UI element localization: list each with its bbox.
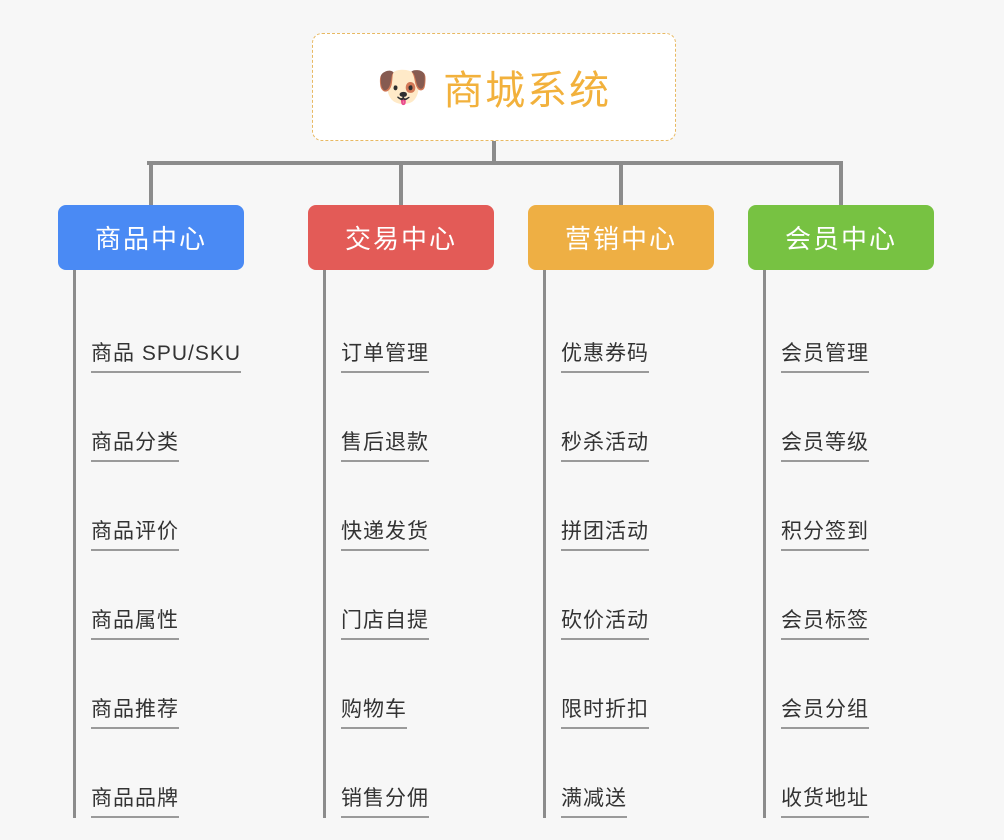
branch-item-label: 商品属性 [91, 609, 179, 640]
branch-item[interactable]: 门店自提 [308, 551, 494, 640]
connector-spine-member-center [763, 270, 766, 818]
branch-item[interactable]: 满减送 [528, 729, 714, 818]
branch-item[interactable]: 商品评价 [58, 462, 244, 551]
branch-item-label: 购物车 [341, 698, 407, 729]
connector-root-vertical [492, 141, 496, 163]
branch-item[interactable]: 会员分组 [748, 640, 934, 729]
connector-spine-trade-center [323, 270, 326, 818]
connector-drop-product-center [149, 161, 153, 205]
connector-spine-product-center [73, 270, 76, 818]
branch-item-label: 拼团活动 [561, 520, 649, 551]
branch-item[interactable]: 订单管理 [308, 284, 494, 373]
branch-item[interactable]: 快递发货 [308, 462, 494, 551]
branch-item-label: 砍价活动 [561, 609, 649, 640]
branch-header-trade-center[interactable]: 交易中心 [308, 205, 494, 270]
branch-column-product-center: 商品中心商品 SPU/SKU 商品分类商品评价商品属性商品推荐商品品牌 [58, 205, 244, 818]
branch-item-label: 销售分佣 [341, 787, 429, 818]
branch-item-label: 收货地址 [781, 787, 869, 818]
branch-item[interactable]: 拼团活动 [528, 462, 714, 551]
branch-item-label: 满减送 [561, 787, 627, 818]
branch-item[interactable]: 商品分类 [58, 373, 244, 462]
connector-horizontal-bus [147, 161, 840, 165]
branch-item[interactable]: 会员等级 [748, 373, 934, 462]
branch-item[interactable]: 积分签到 [748, 462, 934, 551]
root-node[interactable]: 🐶 商城系统 [312, 33, 676, 141]
branch-item[interactable]: 砍价活动 [528, 551, 714, 640]
branch-item-label: 积分签到 [781, 520, 869, 551]
root-title: 商城系统 [443, 69, 612, 113]
branch-item-list-trade-center: 订单管理售后退款快递发货门店自提购物车销售分佣 [308, 270, 494, 818]
branch-item[interactable]: 售后退款 [308, 373, 494, 462]
connector-drop-member-center [839, 161, 843, 205]
branch-item[interactable]: 优惠券码 [528, 284, 714, 373]
branch-item-label: 商品分类 [91, 431, 179, 462]
branch-item[interactable]: 会员标签 [748, 551, 934, 640]
branch-item-list-product-center: 商品 SPU/SKU 商品分类商品评价商品属性商品推荐商品品牌 [58, 270, 244, 818]
branch-item-label: 优惠券码 [561, 342, 649, 373]
branch-item-label: 商品品牌 [91, 787, 179, 818]
branch-item[interactable]: 收货地址 [748, 729, 934, 818]
branch-item[interactable]: 商品推荐 [58, 640, 244, 729]
branch-item-list-member-center: 会员管理会员等级积分签到会员标签会员分组收货地址 [748, 270, 934, 818]
branch-item[interactable]: 会员管理 [748, 284, 934, 373]
branch-column-trade-center: 交易中心订单管理售后退款快递发货门店自提购物车销售分佣 [308, 205, 494, 818]
branch-item-label: 门店自提 [341, 609, 429, 640]
branch-item-label: 商品推荐 [91, 698, 179, 729]
branch-header-marketing-center[interactable]: 营销中心 [528, 205, 714, 270]
branch-item-label: 会员标签 [781, 609, 869, 640]
branch-item-label: 商品评价 [91, 520, 179, 551]
branch-item-label: 商品 SPU/SKU [91, 342, 242, 373]
branch-item[interactable]: 商品品牌 [58, 729, 244, 818]
branch-item-list-marketing-center: 优惠券码秒杀活动拼团活动砍价活动限时折扣满减送 [528, 270, 714, 818]
connector-drop-trade-center [399, 161, 403, 205]
branch-item[interactable]: 销售分佣 [308, 729, 494, 818]
branch-item[interactable]: 商品 SPU/SKU [58, 284, 244, 373]
branch-item[interactable]: 秒杀活动 [528, 373, 714, 462]
branch-item[interactable]: 购物车 [308, 640, 494, 729]
branch-header-product-center[interactable]: 商品中心 [58, 205, 244, 270]
branch-item-label: 会员管理 [781, 342, 869, 373]
branch-item-label: 限时折扣 [561, 698, 649, 729]
dog-face-icon: 🐶 [376, 63, 430, 110]
branch-header-member-center[interactable]: 会员中心 [748, 205, 934, 270]
branch-item-label: 会员分组 [781, 698, 869, 729]
branch-item[interactable]: 限时折扣 [528, 640, 714, 729]
branch-column-marketing-center: 营销中心优惠券码秒杀活动拼团活动砍价活动限时折扣满减送 [528, 205, 714, 818]
branch-item-label: 秒杀活动 [561, 431, 649, 462]
branch-item-label: 售后退款 [341, 431, 429, 462]
branch-item-label: 会员等级 [781, 431, 869, 462]
branch-item[interactable]: 商品属性 [58, 551, 244, 640]
connector-spine-marketing-center [543, 270, 546, 818]
branch-column-member-center: 会员中心会员管理会员等级积分签到会员标签会员分组收货地址 [748, 205, 934, 818]
branch-item-label: 订单管理 [341, 342, 429, 373]
connector-drop-marketing-center [619, 161, 623, 205]
branch-item-label: 快递发货 [341, 520, 429, 551]
